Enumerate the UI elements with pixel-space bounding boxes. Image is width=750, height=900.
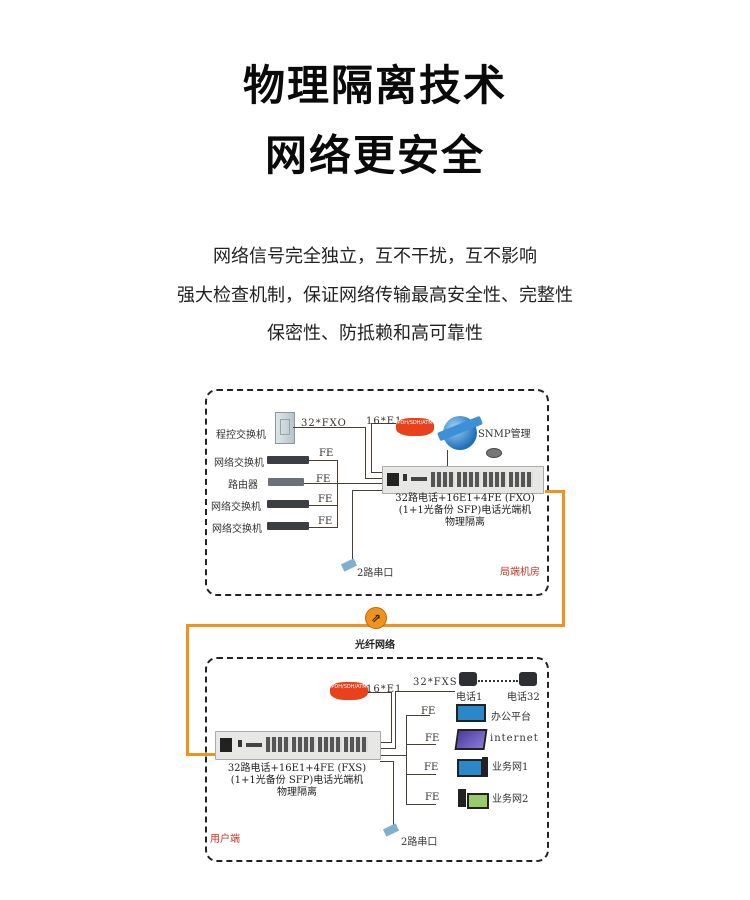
e1-link-label: 16*E1: [366, 416, 403, 427]
fe-link-label: FE: [319, 448, 334, 459]
snmp-globe-icon: [436, 415, 484, 450]
pdh-cloud-icon: PDH/SDH/ATM: [330, 682, 368, 700]
connection-line: [337, 460, 338, 528]
connection-line: [304, 483, 384, 484]
connection-line: [371, 472, 383, 473]
phone32-label: 电话32: [507, 692, 540, 703]
connection-line: [406, 804, 436, 805]
phone-range-dots: [478, 680, 518, 682]
title-line-1: 物理隔离技术: [242, 61, 507, 110]
fxs-link-label: 32*FXS: [413, 677, 458, 688]
fe-link-label: FE: [318, 516, 333, 527]
device-label: 路由器: [228, 480, 258, 491]
connection-line: [368, 692, 391, 693]
fe-link-label: FE: [421, 706, 436, 717]
serial-label: 2路串口: [401, 837, 438, 848]
phone-icon: [459, 672, 477, 686]
connection-line: [380, 748, 396, 749]
unit-caption-line: 物理隔离: [445, 517, 485, 528]
e1-link-label: 16*E1: [366, 684, 403, 695]
connection-line: [309, 527, 337, 528]
fe-link-label: FE: [318, 494, 333, 505]
connection-line: [406, 715, 430, 716]
unit-caption-line: 32路电话+16E1+4FE (FXS): [227, 763, 367, 774]
connection-line: [352, 490, 384, 491]
unit-caption: 32路电话+16E1+4FE (FXS) (1+1光备份 SFP)电话光端机 物…: [212, 763, 382, 799]
connection-line: [393, 761, 394, 825]
connection-line: [309, 460, 337, 461]
fe-link-label: FE: [425, 792, 440, 803]
optical-terminal-fxo: [382, 466, 544, 494]
fiber-line: [186, 753, 216, 756]
connection-line: [365, 478, 383, 479]
connection-line: [371, 423, 396, 424]
device-label: 网络交换机: [212, 524, 262, 535]
unit-caption-line: (1+1光备份 SFP)电话光端机: [398, 505, 532, 516]
connection-line: [380, 742, 392, 743]
snmp-label: SNMP管理: [478, 429, 531, 440]
desktop-pc-icon: [457, 759, 483, 777]
network-switch-icon: [267, 522, 309, 530]
endpoint-label: 办公平台: [491, 712, 531, 723]
unit-caption-line: (1+1光备份 SFP)电话光端机: [230, 775, 364, 786]
endpoint-label: 业务网2: [492, 794, 529, 805]
connection-line: [293, 427, 365, 428]
network-switch-icon: [267, 500, 309, 508]
fe-link-label: FE: [425, 733, 440, 744]
connection-line: [391, 692, 392, 742]
fiber-line: [186, 624, 189, 756]
pdh-cloud-icon: PDH/SDH/ATM: [396, 418, 434, 436]
endpoint-label: internet: [490, 733, 539, 744]
title-line-2: 网络更安全: [264, 131, 485, 180]
device-label: 网络交换机: [214, 458, 264, 469]
unit-caption-line: 32路电话+16E1+4FE (FXO): [395, 493, 535, 504]
description-line-3: 保密性、防抵赖和高可靠性: [267, 323, 483, 344]
connection-line: [395, 691, 396, 748]
fe-link-label: FE: [424, 762, 439, 773]
connection-line: [380, 755, 407, 756]
laptop-icon: [454, 729, 488, 750]
connection-line: [406, 744, 436, 745]
connection-line: [371, 423, 372, 473]
phone1-label: 电话1: [456, 692, 483, 703]
fiber-arrows-icon: ⇗: [365, 607, 387, 629]
connection-line: [395, 691, 455, 692]
fe-link-label: FE: [316, 474, 331, 485]
device-label: 网络交换机: [211, 502, 261, 513]
mouse-icon: [486, 448, 502, 458]
unit-caption-line: 物理隔离: [277, 787, 317, 798]
tower-icon: [482, 757, 488, 777]
pbx-label: 程控交换机: [216, 430, 266, 441]
room-label: 局端机房: [500, 567, 540, 578]
endpoint-label: 业务网1: [492, 762, 529, 773]
room-label: 用户端: [210, 834, 240, 845]
description-line-2: 强大检查机制，保证网络传输最高安全性、完整性: [177, 285, 573, 306]
description-line-1: 网络信号完全独立，互不干扰，互不影响: [213, 246, 537, 267]
connection-line: [365, 427, 366, 479]
connection-line: [309, 505, 337, 506]
pbx-link-label: 32*FXO: [301, 418, 347, 429]
workstation-screen-icon: [467, 793, 489, 809]
fiber-label: 光纤网络: [355, 640, 395, 651]
user-side-panel: [205, 657, 549, 862]
network-switch-icon: [267, 456, 309, 464]
serial-label: 2路串口: [357, 568, 394, 579]
pbx-cabinet-icon: [275, 412, 295, 444]
phone-icon: [519, 672, 537, 686]
connection-line: [406, 774, 436, 775]
router-icon: [268, 478, 304, 486]
connection-line: [352, 490, 353, 562]
connection-line: [447, 450, 448, 466]
workstation-icon: [458, 789, 466, 807]
optical-terminal-fxs: [215, 731, 381, 760]
fiber-line: [562, 490, 565, 627]
monitor-icon: [456, 704, 486, 722]
connection-line: [380, 761, 393, 762]
connection-line: [406, 715, 407, 805]
fiber-line: [545, 490, 565, 493]
unit-caption: 32路电话+16E1+4FE (FXO) (1+1光备份 SFP)电话光端机 物…: [375, 493, 555, 529]
